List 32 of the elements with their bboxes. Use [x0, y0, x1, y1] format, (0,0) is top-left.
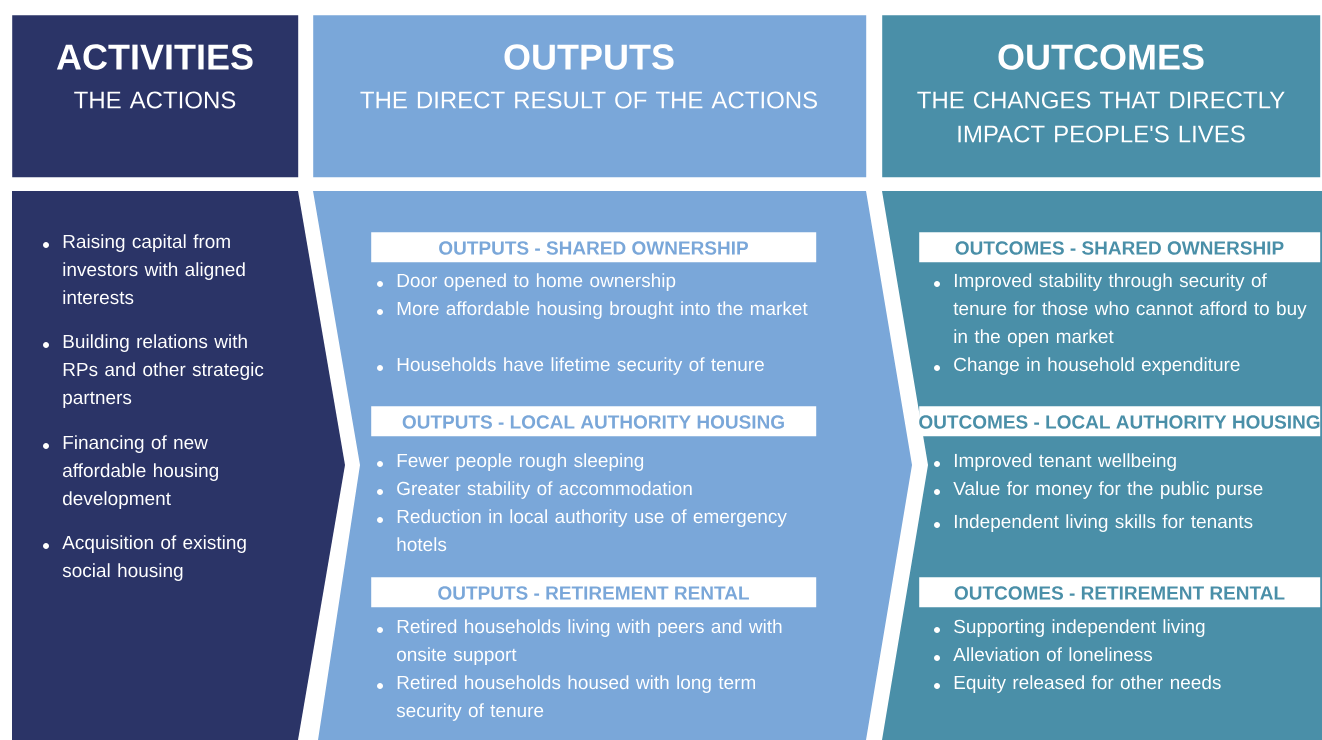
column-subtitle: THE DIRECT RESULT OF THE ACTIONS — [360, 91, 817, 109]
list-item: Financing of new affordable housing development — [63, 435, 218, 509]
list-item: More affordable housing brought into the market — [397, 301, 808, 319]
list-item: Households have lifetime security of tenure — [397, 357, 764, 375]
column-title: OUTCOMES — [998, 44, 1204, 70]
column-title: ACTIVITIES — [56, 44, 253, 70]
list-item: Raising capital from investors with aligned interests — [63, 234, 245, 305]
section-heading: OUTPUTS - SHARED OWNERSHIP — [371, 232, 817, 263]
list-item: Acquisition of existing social housing — [62, 535, 246, 581]
list-item: Supporting independent living — [954, 619, 1205, 637]
section-heading: OUTCOMES - RETIREMENT RENTAL — [919, 577, 1321, 608]
list-item: Door opened to home ownership — [397, 273, 676, 291]
list-item: Improved tenant wellbeing — [954, 453, 1176, 471]
list-item: Greater stability of accommodation — [397, 481, 692, 499]
section-heading: OUTCOMES - SHARED OWNERSHIP — [919, 232, 1321, 263]
section-heading: OUTPUTS - RETIREMENT RENTAL — [371, 577, 817, 608]
list-item: Independent living skills for tenants — [954, 514, 1253, 532]
column-title: OUTPUTS — [504, 44, 674, 70]
section-heading: OUTPUTS - LOCAL AUTHORITY HOUSING — [371, 406, 817, 437]
list-item: Reduction in local authority use of emergency hotels — [397, 509, 787, 552]
list-item: Fewer people rough sleeping — [397, 453, 644, 471]
section-heading: OUTCOMES - LOCAL AUTHORITY HOUSING — [919, 406, 1321, 437]
list-item: Equity released for other needs — [954, 675, 1221, 693]
column-subtitle: THE ACTIONS — [74, 91, 236, 109]
list-item: Change in household expenditure — [954, 357, 1240, 375]
list-item: Value for money for the public purse — [953, 481, 1263, 499]
list-item: Building relations with RPs and other strategic partners — [63, 334, 264, 408]
list-item: Retired households housed with long term security of tenure — [396, 675, 755, 721]
list-item: Retired households living with peers and with onsite support — [397, 619, 782, 665]
list-item: Alleviation of loneliness — [953, 647, 1153, 662]
list-item: Improved stability through security of tenure for those who cannot afford to buy in the open market — [953, 273, 1307, 347]
column-subtitle: THE CHANGES THAT DIRECTLY IMPACT PEOPLE'S LIVES — [917, 91, 1285, 143]
